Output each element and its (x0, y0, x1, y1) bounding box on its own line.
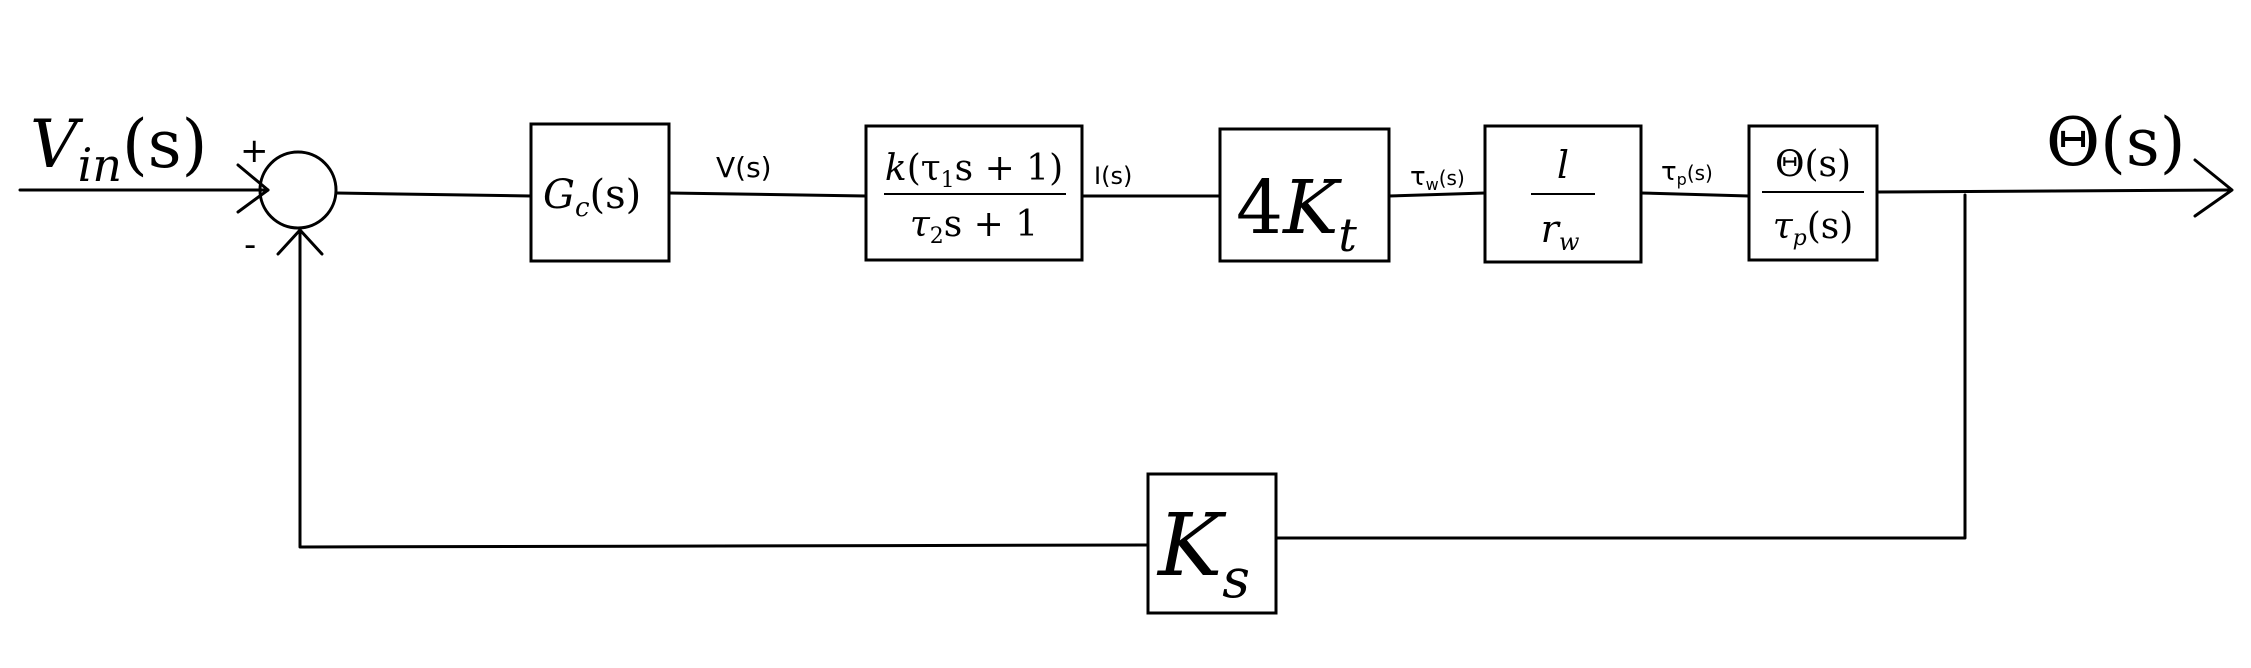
wire-motor-to-lever (1387, 191, 1487, 198)
summing-junction (258, 150, 338, 230)
wire-gc-to-driver (667, 191, 868, 198)
summing-minus-sign: - (244, 225, 256, 265)
driver-denominator: τ2s + 1 (910, 204, 1038, 249)
feedback-wire-right (1274, 193, 1967, 540)
signal-tw-label: τw(s) (1410, 162, 1465, 194)
signal-v-label: V(s) (716, 151, 772, 184)
summing-plus-sign: + (240, 131, 269, 171)
wire-sum-to-gc (334, 191, 533, 198)
motor-label: 4Kt (1236, 165, 1357, 262)
driver-numerator: k(τ1s + 1) (885, 148, 1063, 193)
wire-lever-to-plant (1639, 191, 1751, 198)
signal-tp-label: τp(s) (1661, 157, 1713, 189)
lever-numerator: l (1557, 143, 1569, 187)
input-arrowhead (236, 163, 270, 214)
output-arrowhead (2193, 158, 2234, 218)
feedback-arrowhead (276, 228, 324, 256)
plant-denominator: τp(s) (1773, 206, 1854, 251)
sensor-block (1146, 472, 1278, 615)
lever-denominator: rw (1541, 207, 1580, 256)
plant-numerator: Θ(s) (1775, 144, 1851, 185)
controller-label: Gc(s) (543, 172, 641, 223)
input-label: Vin(s) (30, 106, 207, 192)
sensor-label: Ks (1156, 496, 1250, 610)
feedback-wire-left (298, 230, 1150, 549)
output-label: Θ(s) (2046, 104, 2185, 181)
controller-block (529, 122, 671, 263)
output-wire (1875, 188, 2232, 194)
motor-block (1218, 127, 1391, 263)
signal-i-label: I(s) (1094, 162, 1132, 190)
